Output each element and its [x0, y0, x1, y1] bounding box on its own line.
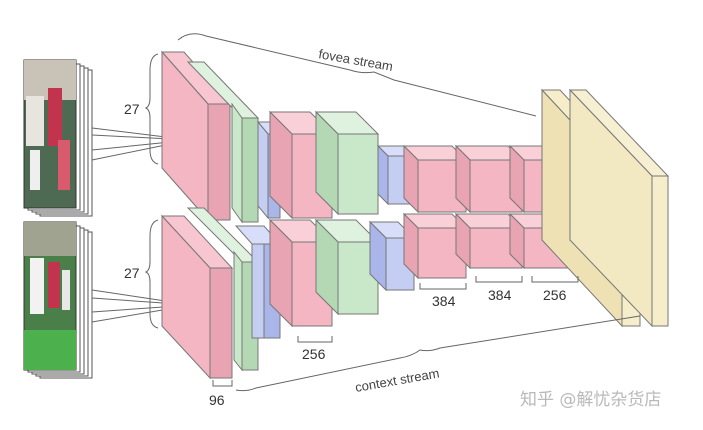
context-pool2-block: [368, 220, 416, 292]
top-size-bracket: [144, 53, 159, 165]
top-size-label: 27: [124, 101, 140, 117]
fovea-stream-bracket: [177, 33, 537, 117]
c1-depth-label: 96: [209, 392, 225, 408]
c2-depth-label: 256: [302, 346, 326, 362]
context-stream-label: context stream: [354, 365, 441, 395]
input-stack-fovea: [23, 59, 93, 217]
fovea-stream-label: fovea stream: [317, 46, 394, 74]
c1-depth-bracket: [212, 380, 233, 387]
context-conv1-block: [160, 214, 234, 380]
c5-depth-bracket: [531, 276, 579, 283]
fovea-norm2-block: [314, 110, 380, 216]
c3-depth-label: 384: [432, 293, 456, 309]
c4-depth-bracket: [475, 276, 523, 283]
fovea-conv1-block: [160, 50, 232, 222]
fc-layer-2: [568, 88, 670, 328]
c5-depth-label: 256: [543, 287, 567, 303]
context-conv4-block: [454, 212, 524, 270]
bottom-size-bracket: [144, 219, 159, 329]
context-norm2-block: [314, 218, 380, 316]
context-conv3-block: [402, 212, 468, 280]
c3-depth-bracket: [419, 283, 467, 290]
bottom-size-label: 27: [124, 265, 140, 281]
context-norm1-block: [186, 207, 260, 372]
watermark-text: 知乎 @解忧杂货店: [520, 390, 662, 410]
fovea-conv4-block: [454, 144, 524, 214]
context-stream-bracket: [235, 315, 641, 392]
fovea-conv3-block: [402, 144, 468, 214]
fovea-norm1-block: [186, 61, 260, 224]
c4-depth-label: 384: [488, 287, 512, 303]
input-stack-context: [23, 221, 93, 379]
c2-depth-bracket: [297, 336, 333, 343]
